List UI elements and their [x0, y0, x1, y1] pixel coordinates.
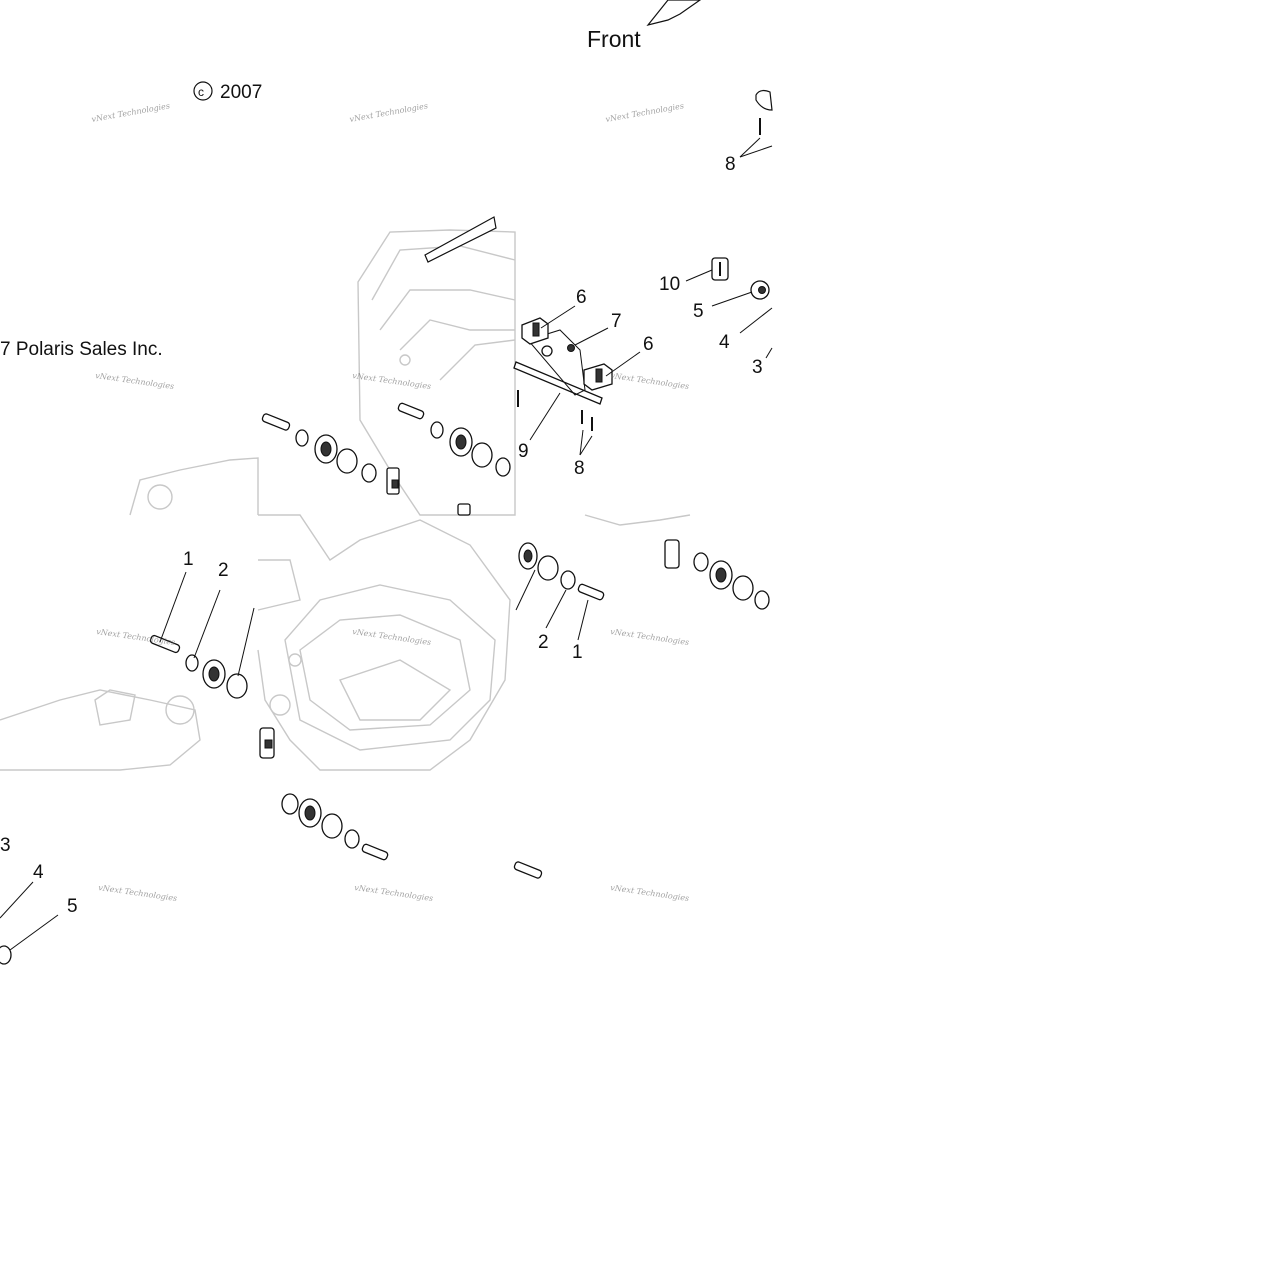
- callout-6a: 6: [576, 287, 587, 308]
- middle-mount-stack: [518, 542, 605, 601]
- watermark-text: vNext Technologies: [95, 371, 175, 391]
- callout-4b: 4: [33, 862, 44, 883]
- callout-6b: 6: [643, 334, 654, 355]
- left-mount-stack: [149, 634, 275, 759]
- watermark-text: vNext Technologies: [610, 627, 690, 647]
- frame-outline: [0, 229, 691, 771]
- lower-left-washer-part: [0, 945, 12, 965]
- watermark-text: vNext Technologies: [98, 883, 178, 903]
- svg-text:c: c: [198, 85, 204, 99]
- copyright-year: 2007: [220, 82, 262, 103]
- watermark-text: vNext Technologies: [349, 101, 429, 124]
- rivet-detail-loop: [755, 89, 773, 111]
- rivet-part: [517, 118, 761, 431]
- callout-3b: 3: [0, 835, 11, 856]
- watermark-text: vNext Technologies: [96, 627, 176, 647]
- bracket-plate-part: [513, 329, 603, 405]
- lower-mount-stack: [281, 793, 543, 879]
- copyright-holder: 7 Polaris Sales Inc.: [0, 339, 163, 360]
- callout-5b: 5: [67, 896, 78, 917]
- callout-8b: 8: [725, 154, 736, 175]
- callout-2b: 2: [538, 632, 549, 653]
- watermark-text: vNext Technologies: [610, 883, 690, 903]
- callout-9: 9: [518, 441, 529, 462]
- front-label: Front: [587, 26, 641, 52]
- callout-10: 10: [659, 274, 680, 295]
- watermark-text: vNext Technologies: [91, 101, 171, 124]
- spacer-part: [750, 280, 770, 300]
- clip-part: [521, 317, 613, 391]
- callout-8a: 8: [574, 458, 585, 479]
- watermark-text: vNext Technologies: [610, 371, 690, 391]
- screw-part: [567, 344, 575, 352]
- upper-left-mount-stack: [261, 402, 511, 516]
- callout-4a: 4: [719, 332, 730, 353]
- watermark-text: vNext Technologies: [352, 371, 432, 391]
- callout-3a: 3: [752, 357, 763, 378]
- copyright-symbol-icon: c: [193, 81, 213, 101]
- callout-1b: 1: [572, 642, 583, 663]
- leader-lines: [0, 137, 773, 951]
- mount-bracket-part: [711, 257, 729, 281]
- watermark-text: vNext Technologies: [354, 883, 434, 903]
- right-mount-stack: [664, 539, 770, 610]
- callout-1a: 1: [183, 549, 194, 570]
- watermark-text: vNext Technologies: [352, 627, 432, 647]
- callout-2a: 2: [218, 560, 229, 581]
- frame-rail: [424, 216, 497, 263]
- callout-7: 7: [611, 311, 622, 332]
- callout-5a: 5: [693, 301, 704, 322]
- watermark-grid: vNext Technologies vNext Technologies vN…: [91, 101, 690, 903]
- front-arrow-icon: [646, 0, 702, 27]
- watermark-text: vNext Technologies: [605, 101, 685, 124]
